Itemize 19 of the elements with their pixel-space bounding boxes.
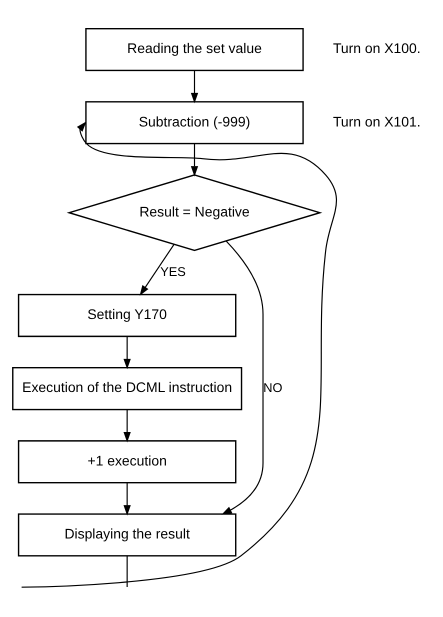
node-box: Setting Y170: [18, 294, 236, 338]
arrow: [123, 483, 131, 516]
node-box: +1 execution: [18, 440, 236, 484]
node-box: Subtraction (-999): [85, 101, 304, 144]
node-box: Execution of the DCML instruction: [12, 367, 242, 410]
node-label: Turn on X100.: [332, 40, 421, 56]
node-diamond: Result = Negative: [66, 174, 322, 252]
edge-label: NO: [263, 380, 282, 395]
arrow: [221, 240, 264, 515]
arrow: [190, 144, 198, 177]
edge-label: YES: [160, 264, 186, 279]
arrow: [190, 70, 198, 104]
node-box: Displaying the result: [18, 513, 236, 557]
arrow: [140, 244, 174, 296]
arrow: [123, 410, 131, 442]
node-box: Reading the set value: [85, 28, 304, 72]
node-label: Turn on X101.: [332, 113, 421, 130]
connector: [126, 556, 128, 587]
arrow: [123, 336, 131, 370]
